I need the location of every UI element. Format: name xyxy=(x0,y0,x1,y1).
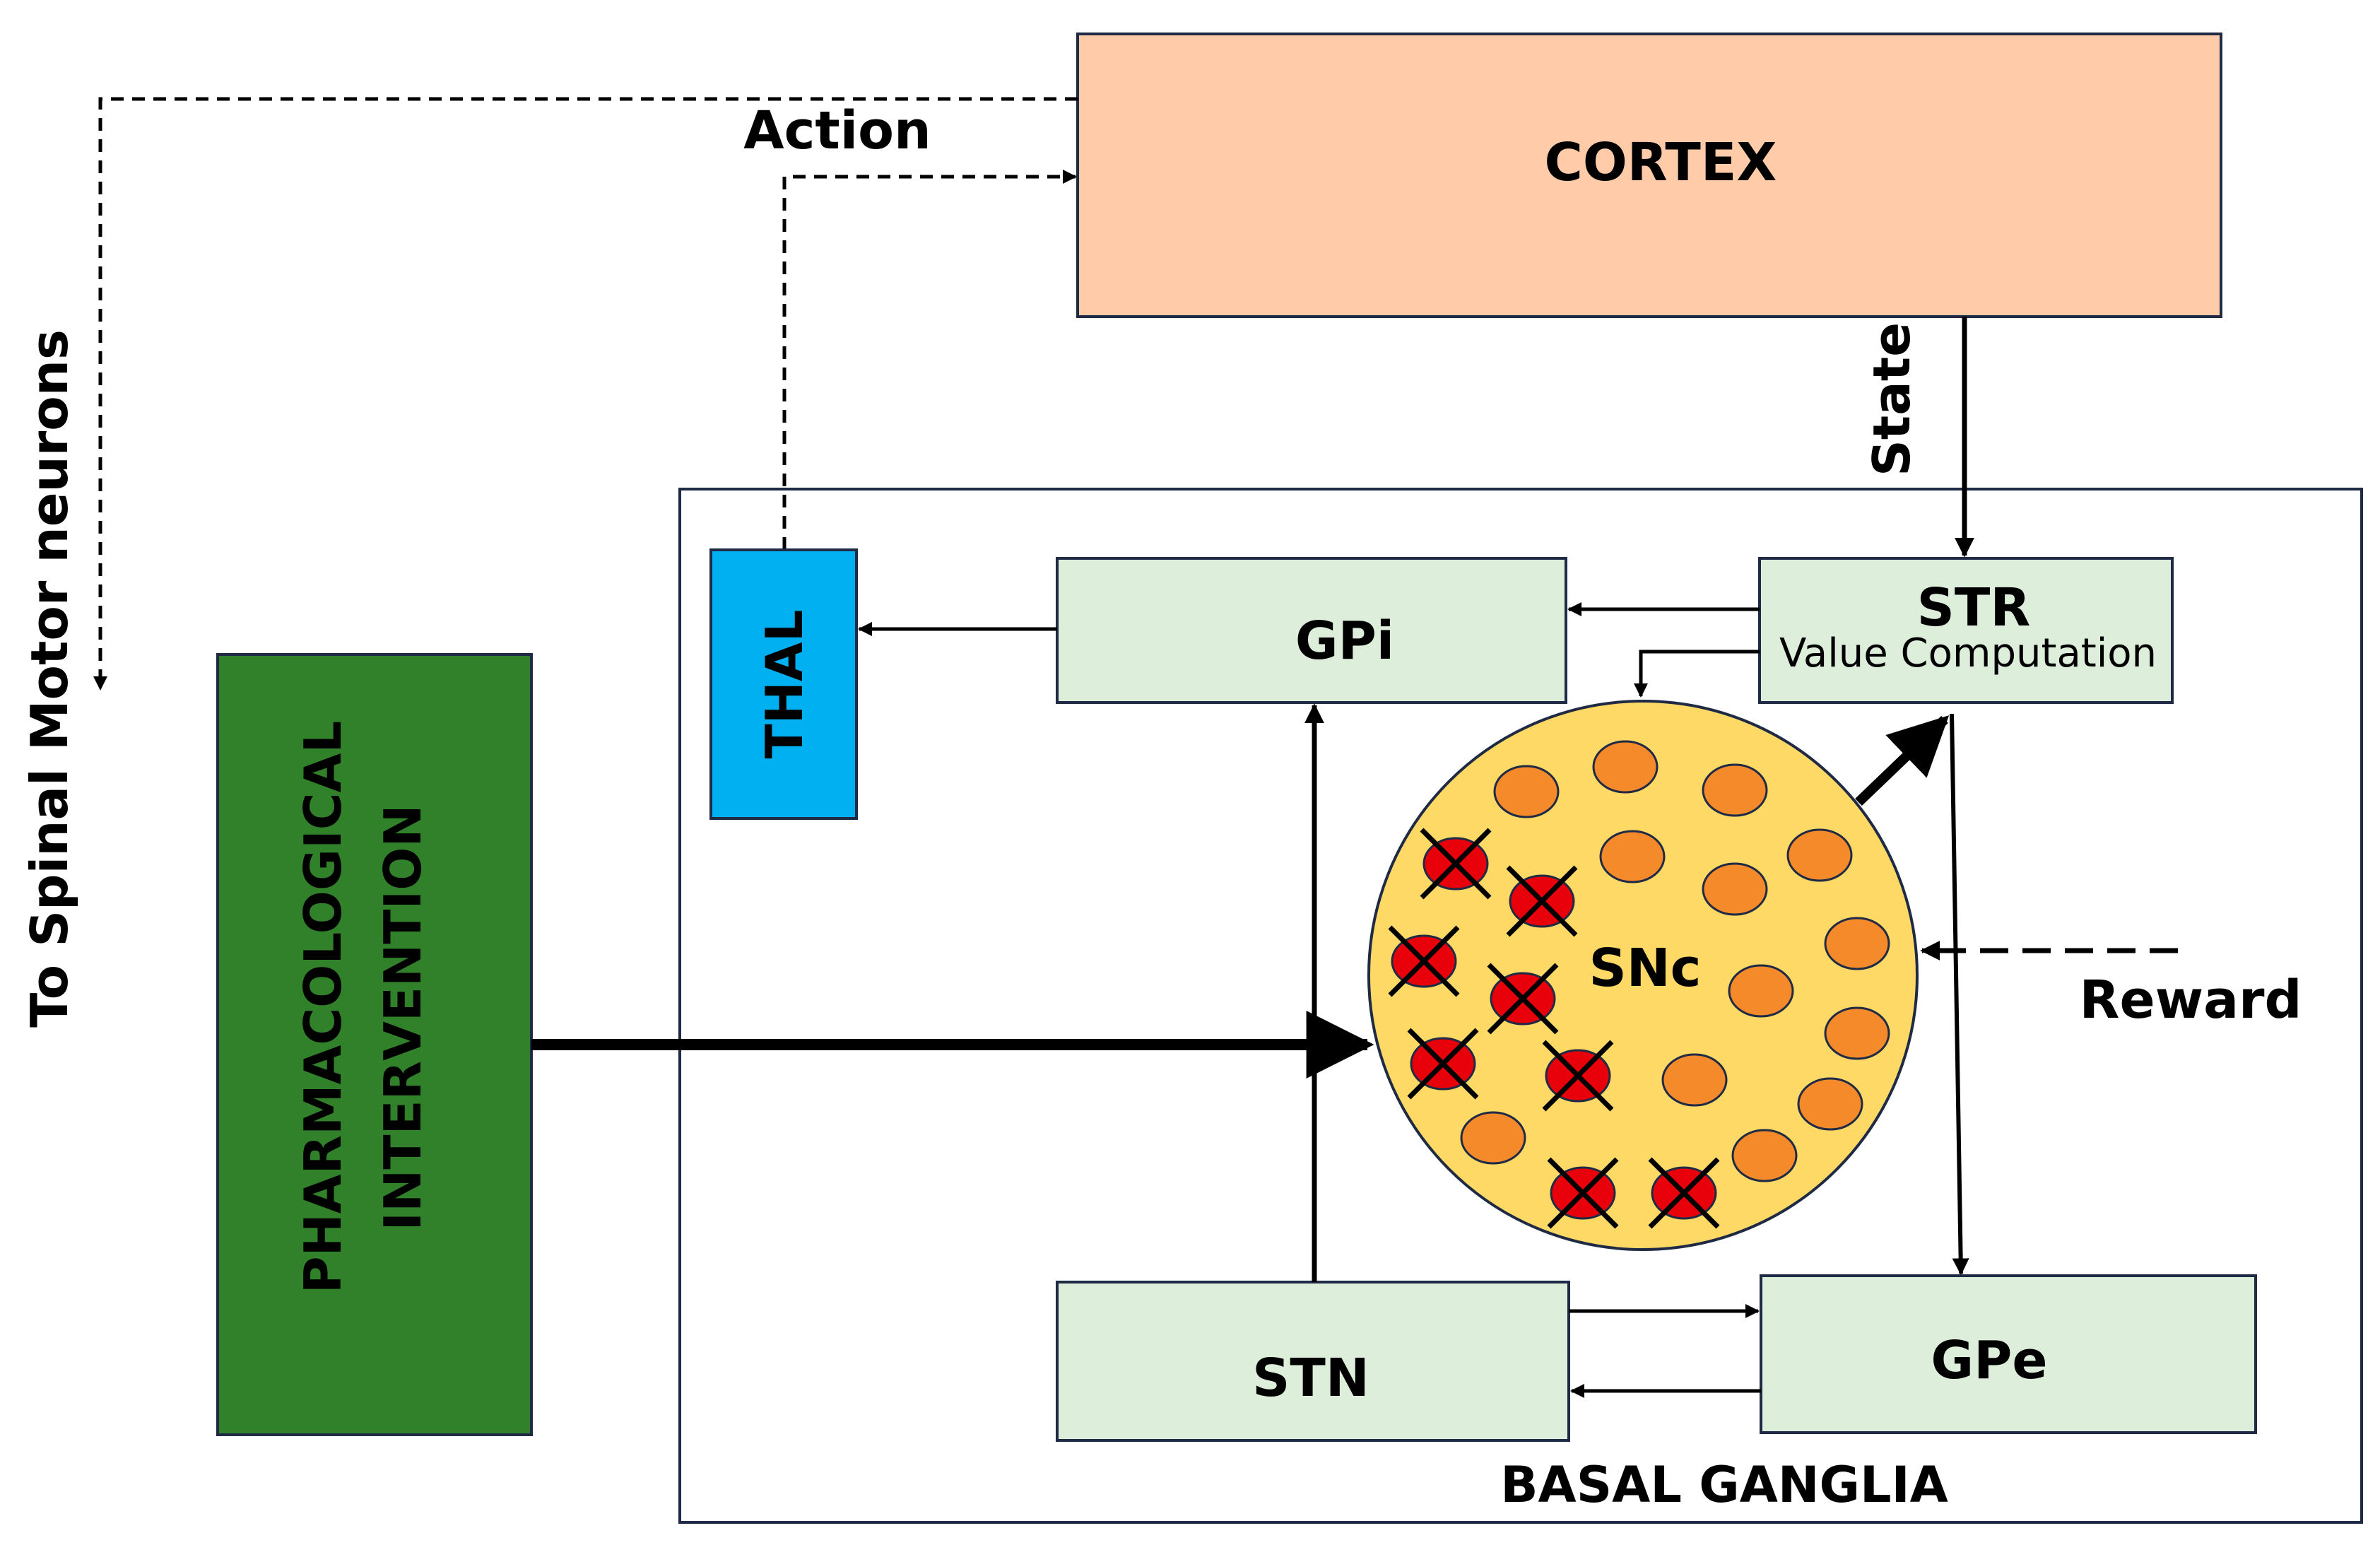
red-crossed-ellipse-icon xyxy=(1388,925,1460,997)
orange-ellipse-icon xyxy=(1599,830,1666,883)
orange-ellipse-icon xyxy=(1460,1111,1526,1165)
action-label: Action xyxy=(743,100,931,161)
snc-label: SNc xyxy=(1589,938,1701,999)
red-crossed-ellipse-icon xyxy=(1407,1028,1479,1100)
red-crossed-ellipse-icon xyxy=(1506,865,1578,937)
orange-ellipse-icon xyxy=(1493,765,1560,818)
basal-ganglia-container xyxy=(678,488,2363,1524)
str-label: STR xyxy=(1917,577,2031,638)
red-crossed-ellipse-icon xyxy=(1420,828,1492,900)
str-box xyxy=(1758,557,2174,704)
pharma-label-line2: INTERVENTION xyxy=(373,804,432,1230)
str-sublabel: Value Computation xyxy=(1779,630,2157,676)
snc-to-str-arrow xyxy=(1855,715,1950,806)
str-to-gpe-arrow xyxy=(1950,713,1969,1276)
pharma-label-line1: PHARMACOLOGICAL xyxy=(293,721,353,1293)
pharma-box xyxy=(216,653,533,1436)
red-crossed-ellipse-icon xyxy=(1487,963,1559,1035)
orange-ellipse-icon xyxy=(1824,1006,1890,1060)
str-to-snc-arrow xyxy=(1634,650,1760,698)
spinal-output-arrow xyxy=(93,97,1078,691)
basal-ganglia-label: BASAL GANGLIA xyxy=(1500,1456,1948,1514)
orange-ellipse-icon xyxy=(1797,1077,1863,1131)
spinal-label: To Spinal Motor neurons xyxy=(20,329,79,1028)
orange-ellipse-icon xyxy=(1728,964,1794,1018)
orange-ellipse-icon xyxy=(1702,862,1768,916)
gpe-label: GPe xyxy=(1931,1330,2047,1391)
orange-ellipse-icon xyxy=(1592,740,1659,794)
gpe-box xyxy=(1760,1274,2257,1434)
orange-ellipse-icon xyxy=(1702,763,1768,817)
red-crossed-ellipse-icon xyxy=(1542,1040,1614,1112)
thal-box xyxy=(709,548,858,820)
healthy-neurons xyxy=(1460,740,1890,1182)
reward-label: Reward xyxy=(2080,970,2302,1030)
stn-box xyxy=(1056,1281,1570,1442)
orange-ellipse-icon xyxy=(1786,828,1853,882)
thal-to-cortex-arrow xyxy=(782,170,1077,550)
red-crossed-ellipse-icon xyxy=(1648,1157,1720,1229)
gpi-label: GPi xyxy=(1295,611,1394,671)
cortex-label: CORTEX xyxy=(1545,132,1777,193)
orange-ellipse-icon xyxy=(1661,1053,1728,1107)
red-crossed-ellipse-icon xyxy=(1547,1157,1619,1229)
orange-ellipse-icon xyxy=(1824,917,1890,970)
cortex-box xyxy=(1076,33,2222,318)
snc-nucleus xyxy=(1367,700,1919,1251)
orange-ellipse-icon xyxy=(1731,1129,1798,1182)
gpi-box xyxy=(1056,557,1567,704)
state-label: State xyxy=(1862,322,1921,476)
damaged-neurons xyxy=(1388,828,1720,1229)
stn-label: STN xyxy=(1252,1348,1369,1409)
thal-label: THAL xyxy=(755,610,814,759)
